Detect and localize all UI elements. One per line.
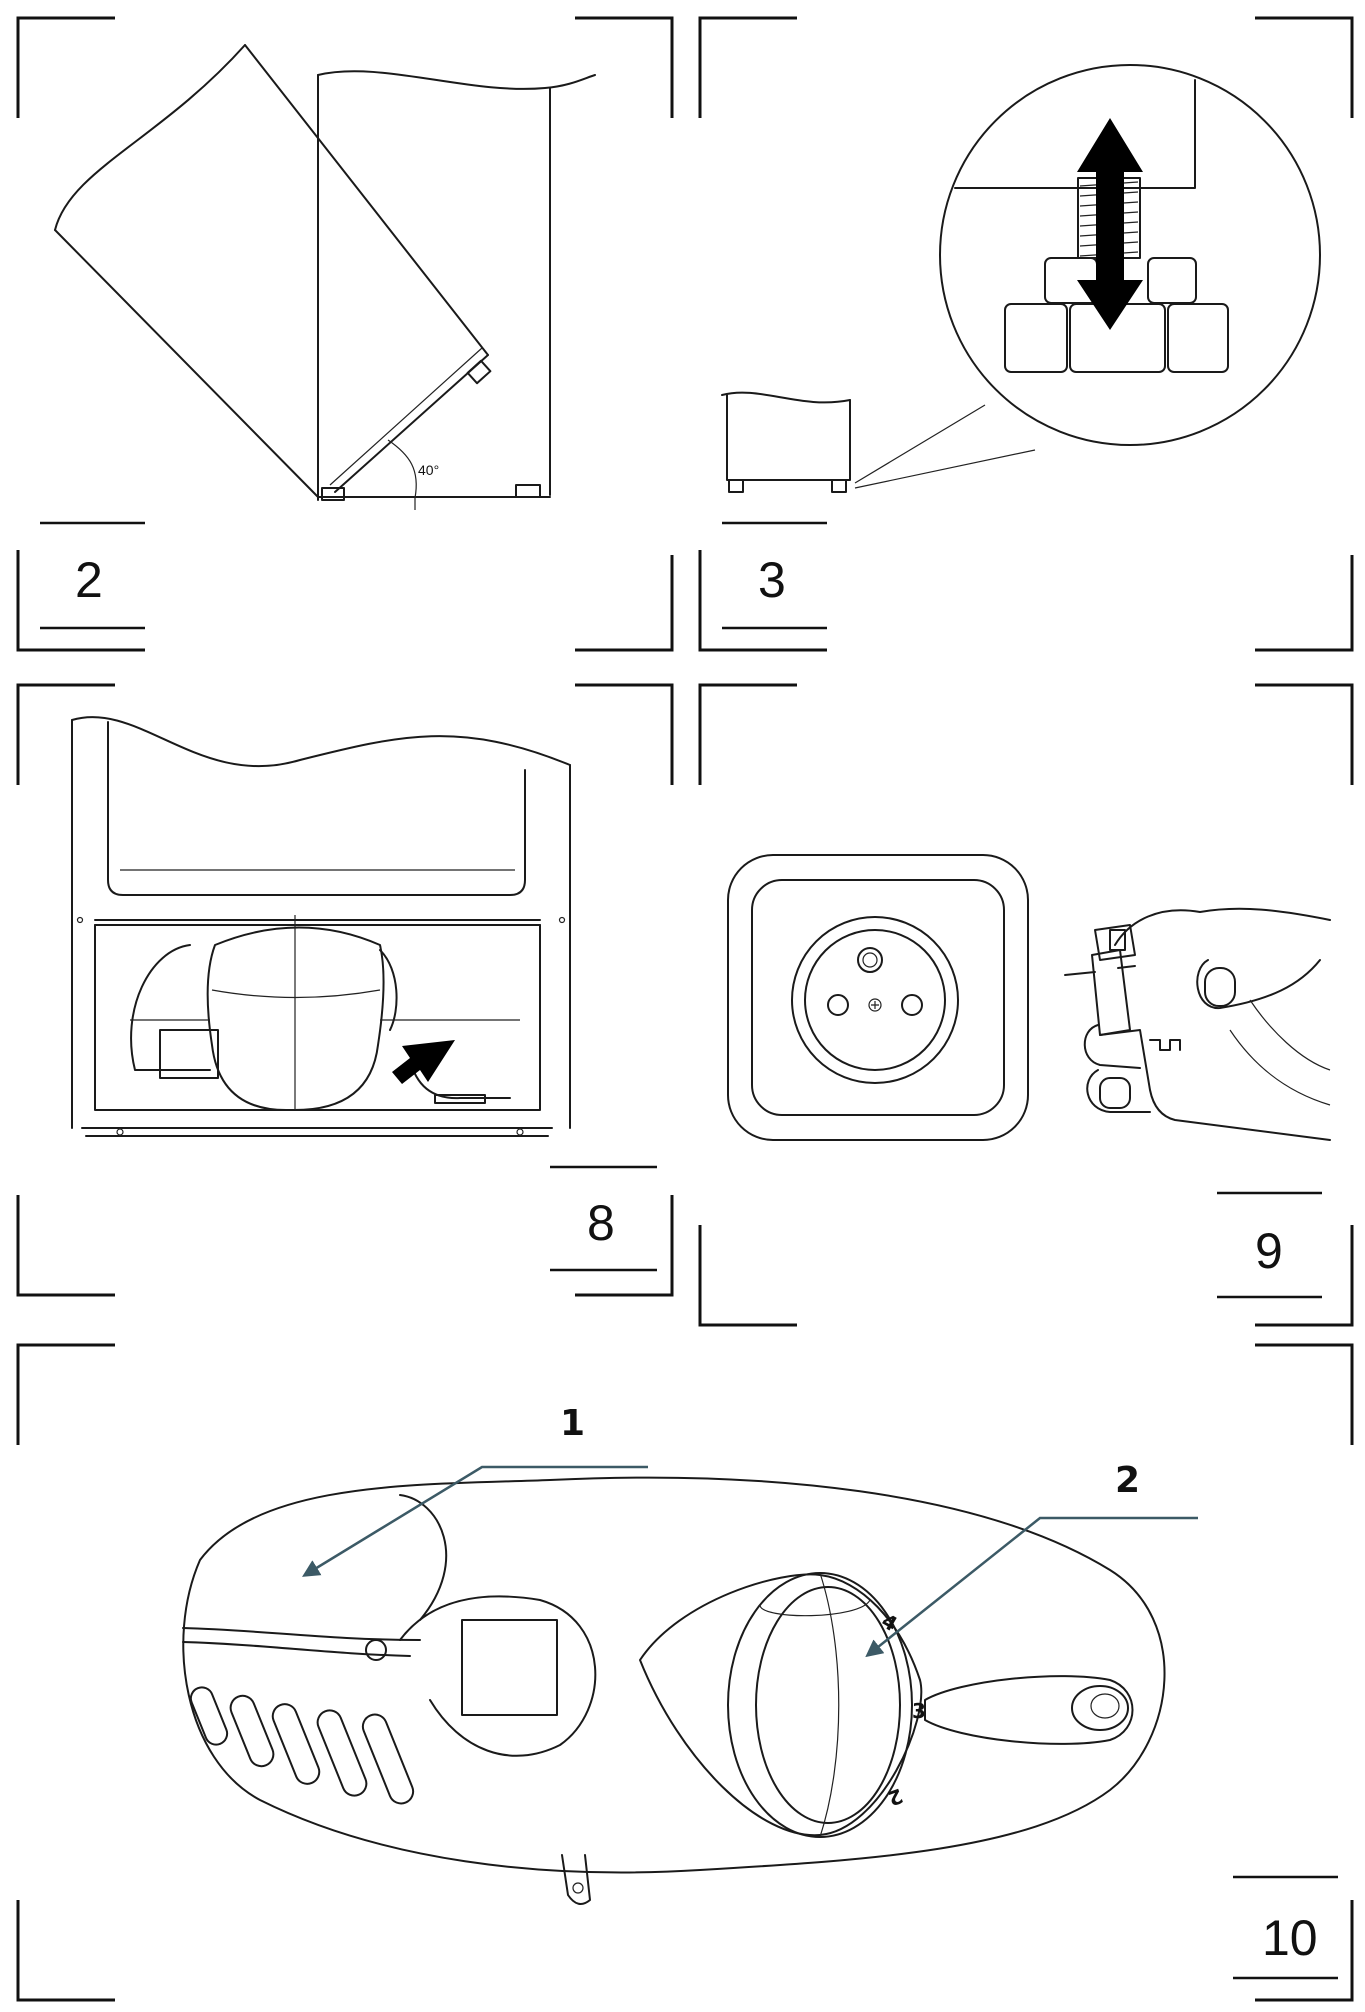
figure-number: 2 (75, 552, 103, 608)
callout-2: 2 (865, 1460, 1198, 1658)
figure-3-panel: 3 (698, 16, 1354, 652)
figure-8-panel: 8 (16, 683, 674, 1297)
callout-1: 1 (302, 1403, 648, 1577)
double-arrow-icon (1077, 118, 1143, 330)
crop-marks (16, 16, 674, 652)
callout-label-1: 1 (560, 1403, 585, 1444)
pointer-arrow-icon (392, 1040, 455, 1084)
wall-socket-drawing (727, 854, 1029, 1141)
fridge-tilted-drawing: 40° (54, 44, 596, 510)
adjustable-foot-drawing (721, 64, 1321, 493)
crop-marks (16, 683, 674, 1297)
callout-label-2: 2 (1115, 1460, 1140, 1501)
figure-2-panel: 40° 2 (16, 16, 674, 652)
vent-slots (189, 1686, 415, 1805)
thermostat-knob[interactable] (727, 1572, 913, 1838)
dial-mark-3: 3 (912, 1699, 926, 1723)
figure-9-panel: 9 (698, 683, 1354, 1327)
compressor-drawing (71, 716, 571, 1137)
figure-number: 8 (587, 1195, 615, 1251)
dial-mark-2: 2 (885, 1784, 906, 1811)
crop-marks (698, 16, 1354, 652)
thermostat-housing-drawing: 4 3 2 (182, 1476, 1166, 1905)
crop-marks (16, 1343, 1354, 2002)
figure-number: 3 (758, 552, 786, 608)
crop-marks (698, 683, 1354, 1327)
figure-number: 9 (1255, 1223, 1283, 1279)
tilt-angle-label: 40° (418, 462, 439, 478)
figure-10-panel: 4 3 2 1 2 10 (16, 1343, 1354, 2002)
figure-number: 10 (1262, 1910, 1318, 1966)
plug-in-hand-drawing (1064, 907, 1331, 1141)
